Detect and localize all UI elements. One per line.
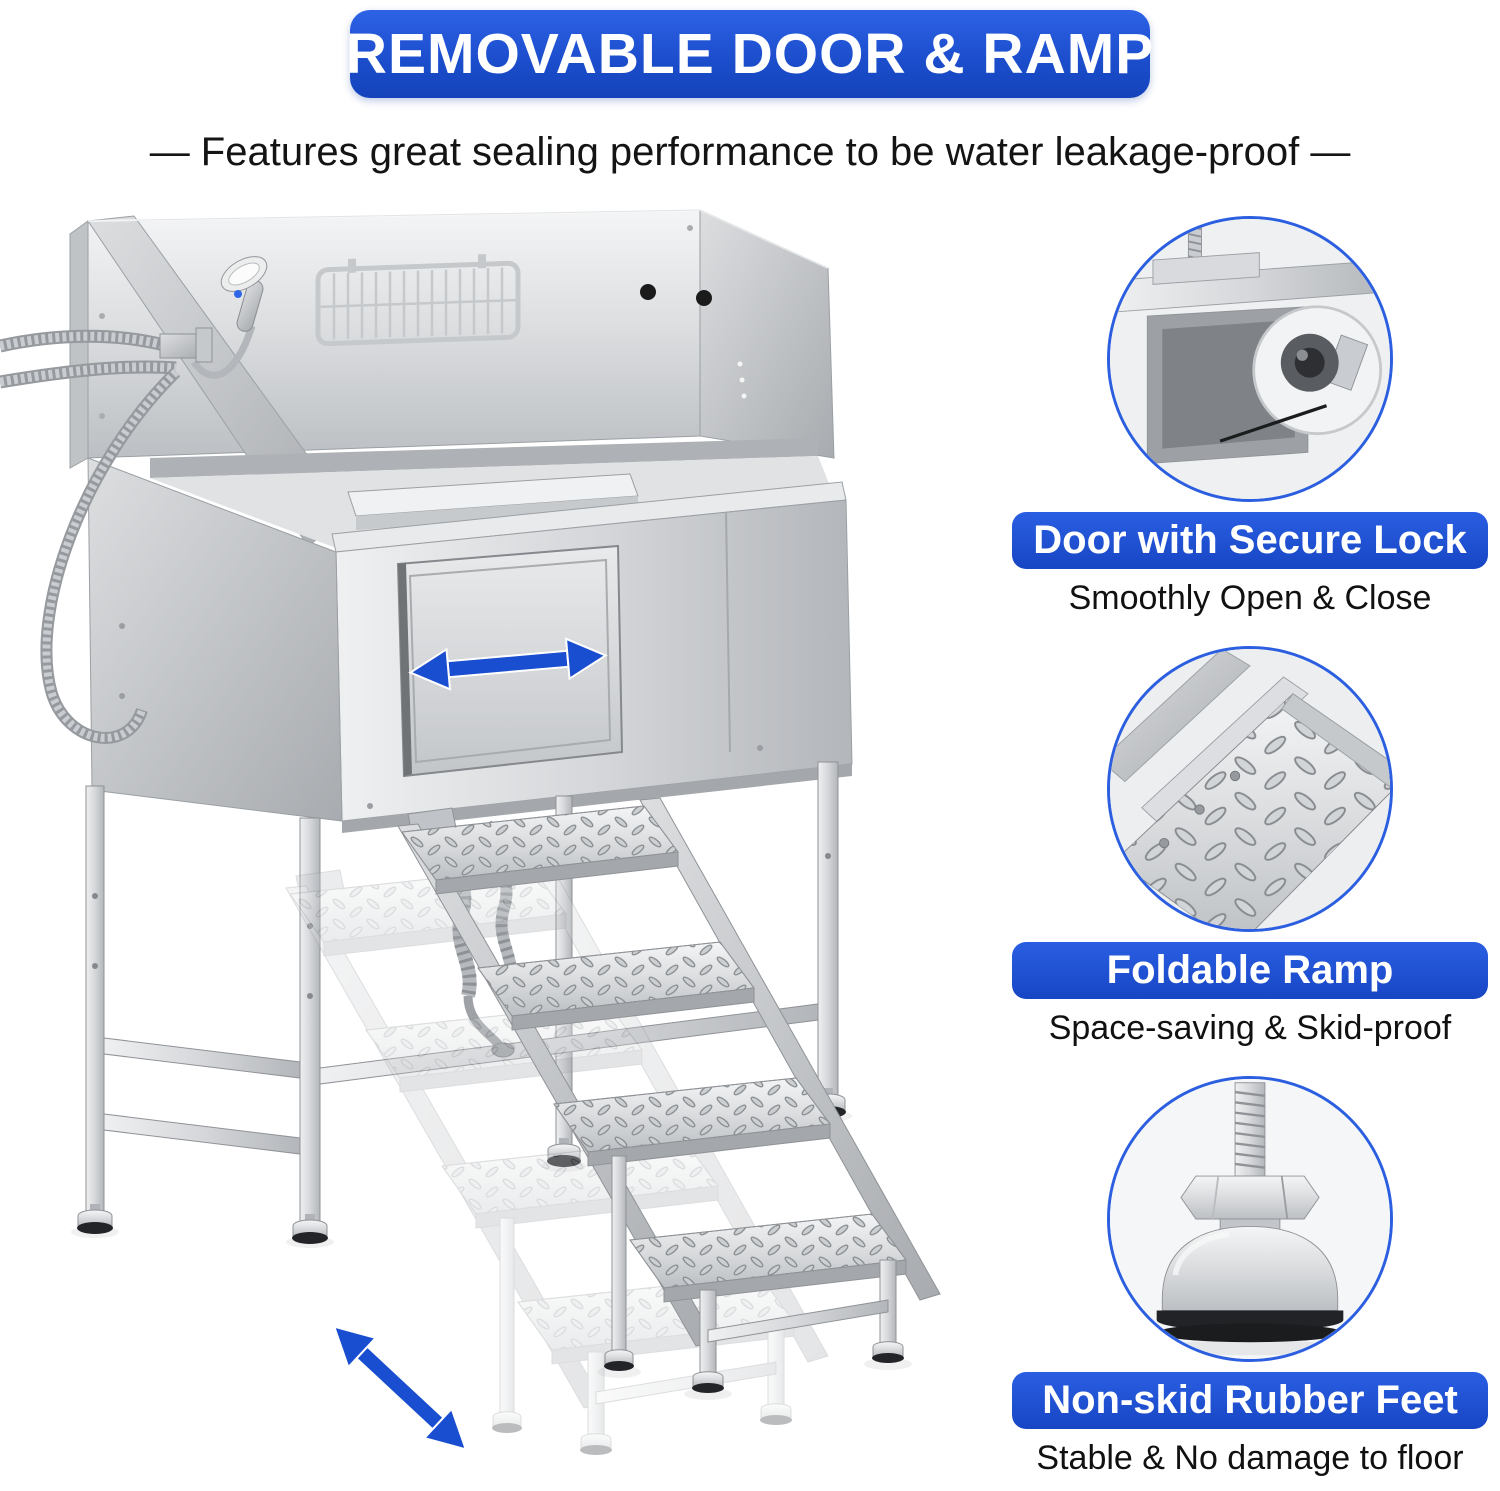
faucet — [159, 333, 203, 359]
stair-tread — [629, 1213, 907, 1303]
feature-callouts: Door with Secure Lock Smoothly Open & Cl… — [1012, 216, 1488, 1478]
storage-basket — [315, 254, 521, 347]
feature-label: Door with Secure Lock — [1012, 512, 1488, 569]
title-banner: REMOVABLE DOOR & RAMP — [346, 10, 1153, 98]
callout-door-lock: Door with Secure Lock Smoothly Open & Cl… — [1012, 216, 1488, 618]
feature-caption: Smoothly Open & Close — [1068, 579, 1432, 617]
knob-hole — [696, 290, 712, 306]
page-title: REMOVABLE DOOR & RAMP — [345, 22, 1155, 86]
foot-dome — [1161, 1225, 1339, 1311]
rubber-foot-closeup-graphic — [1110, 1079, 1390, 1359]
hex-nut — [1180, 1175, 1320, 1220]
feature-caption: Space-saving & Skid-proof — [1048, 1009, 1452, 1047]
tub-basin — [150, 438, 834, 548]
feature-label: Foldable Ramp — [1012, 942, 1488, 999]
rubber-foot-closeup-image — [1107, 1076, 1393, 1362]
feature-caption: Stable & No damage to floor — [1036, 1439, 1464, 1477]
ramp-tread-closeup-graphic — [1110, 649, 1390, 929]
stair-tread — [553, 1077, 831, 1167]
knob-hole — [640, 284, 656, 300]
product-illustration — [0, 196, 1005, 1491]
stair-tread — [477, 941, 755, 1031]
ramp-tread-closeup-image — [1107, 646, 1393, 932]
callout-foldable-ramp: Foldable Ramp Space-saving & Skid-proof — [1012, 646, 1488, 1048]
door-slide-arrow-icon — [408, 637, 608, 691]
callout-rubber-feet: Non-skid Rubber Feet Stable & No damage … — [1012, 1076, 1488, 1478]
door-lock-closeup-graphic — [1110, 219, 1390, 499]
stair-tread — [401, 805, 679, 895]
page-subtitle: — Features great sealing performance to … — [149, 130, 1351, 174]
shower-sprayer — [191, 256, 268, 379]
grooming-tub-graphic — [0, 208, 941, 1456]
feature-label: Non-skid Rubber Feet — [1012, 1372, 1488, 1429]
door-lock-closeup-image — [1107, 216, 1393, 502]
ramp-move-arrow-icon — [332, 1325, 468, 1451]
water-hoses — [0, 327, 213, 744]
ramp-stairs — [397, 797, 941, 1393]
